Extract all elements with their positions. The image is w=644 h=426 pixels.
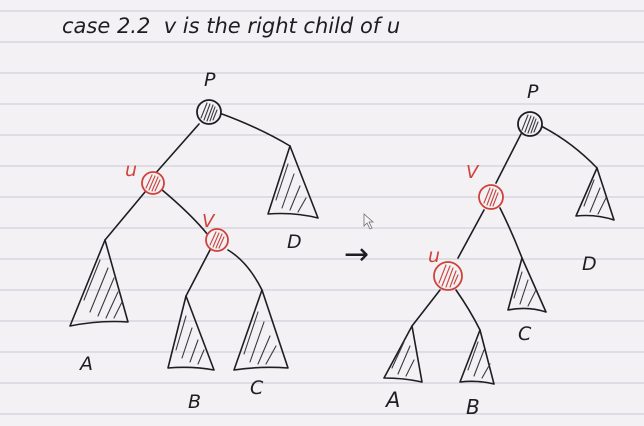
node-v-right	[478, 184, 504, 210]
page-title: case 2.2 v is the right child of u	[62, 14, 400, 38]
left-tree: P u V A B C	[69, 69, 319, 413]
subtree-a-right	[383, 325, 423, 383]
subtree-label-a: A	[78, 353, 93, 375]
subtree-b-right	[459, 329, 495, 385]
node-label-p-right: P	[527, 81, 539, 103]
edge-v-b	[185, 249, 211, 297]
subtree-label-a-right: A	[384, 388, 400, 412]
subtree-label-b-right: B	[466, 395, 480, 419]
edge-p-u	[153, 123, 200, 176]
edge-v-c	[227, 249, 263, 291]
subtree-label-c: C	[250, 377, 264, 399]
subtree-label-d: D	[287, 231, 302, 253]
node-label-v-right: V	[466, 162, 480, 183]
edge-p-d	[221, 113, 291, 147]
node-label-u-right: u	[428, 245, 440, 267]
subtree-c-right	[507, 257, 547, 313]
edge-p-d	[540, 125, 598, 169]
mouse-cursor-icon	[363, 213, 375, 230]
right-tree-edges	[411, 125, 598, 331]
node-label-u: u	[125, 159, 137, 181]
edge-v-u	[457, 209, 485, 259]
subtree-c	[233, 289, 289, 371]
subtree-a	[69, 239, 129, 327]
edge-v-c	[499, 207, 523, 259]
edge-u-b	[455, 289, 481, 331]
subtree-label-b: B	[188, 391, 201, 413]
left-tree-edges	[104, 113, 291, 297]
subtree-d-right	[575, 167, 615, 221]
node-u	[141, 171, 165, 195]
transform-arrow: →	[344, 237, 369, 272]
node-p-right	[517, 111, 543, 137]
ruled-lines	[0, 10, 644, 415]
edge-u-v	[160, 188, 209, 236]
subtree-b	[167, 295, 215, 371]
edge-u-a	[411, 289, 441, 327]
subtree-label-d-right: D	[582, 253, 597, 275]
node-label-p: P	[204, 69, 216, 91]
node-u-right	[433, 261, 463, 291]
subtree-label-c-right: C	[518, 323, 532, 345]
edge-p-v	[495, 133, 522, 184]
node-label-v: V	[202, 211, 216, 232]
right-tree: P V u A B C	[383, 81, 615, 419]
subtree-d	[267, 145, 319, 219]
edge-u-a	[104, 191, 146, 241]
node-p	[196, 99, 222, 125]
node-v	[205, 228, 229, 252]
